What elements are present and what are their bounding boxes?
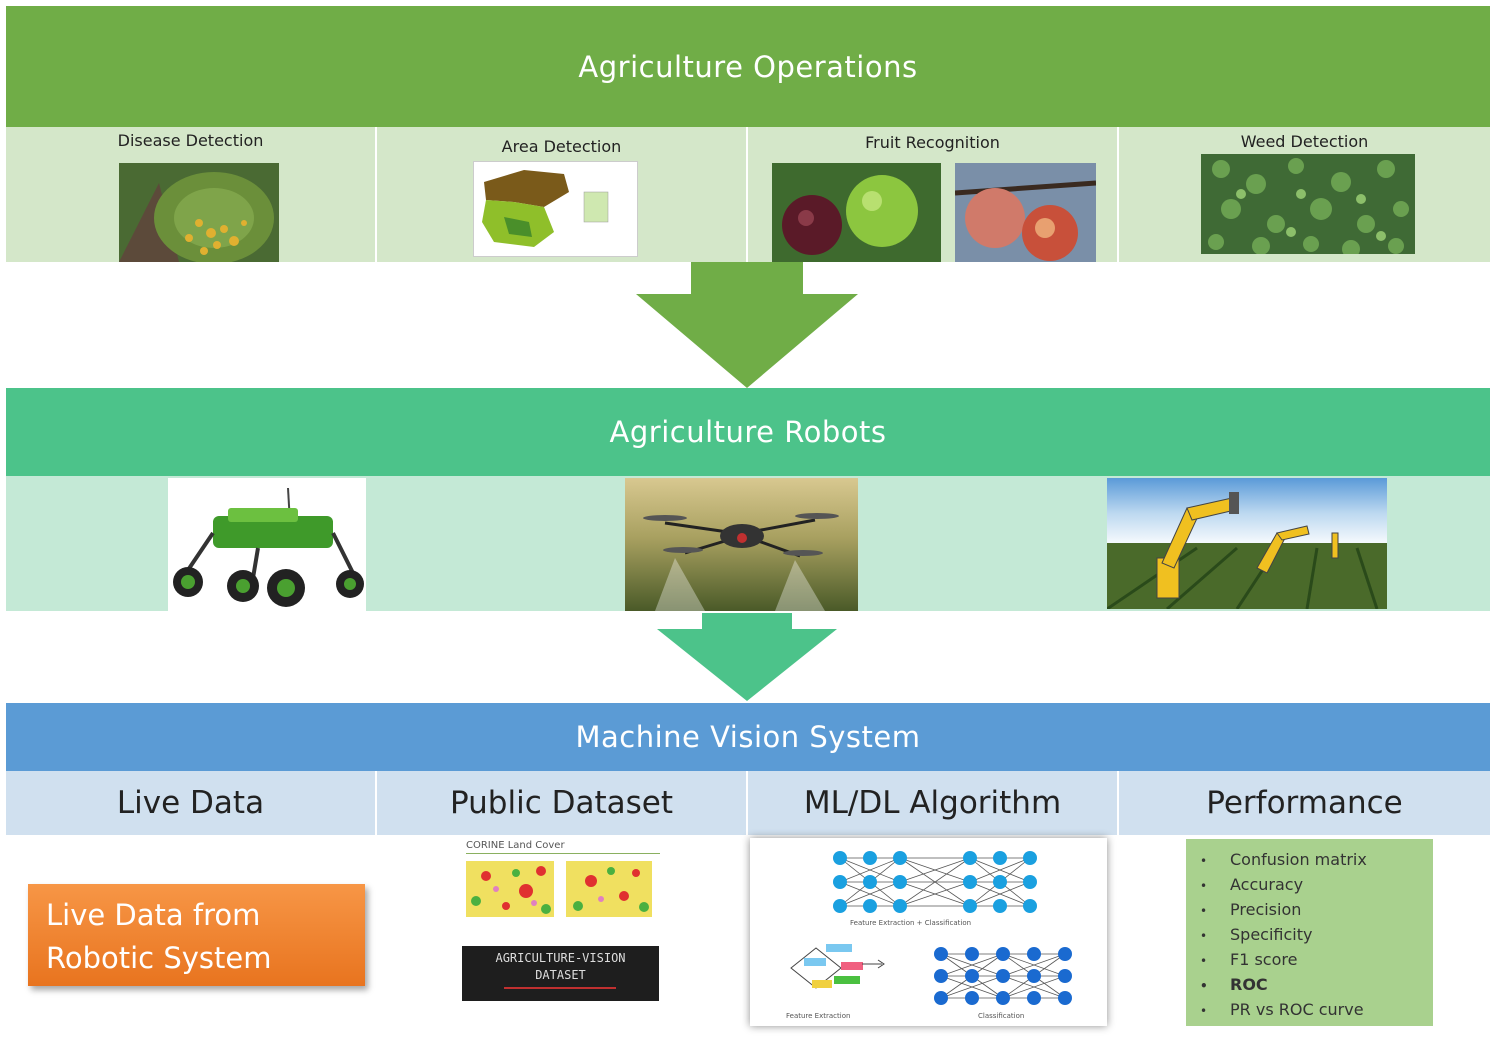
agriculture-robots-banner: Agriculture Robots bbox=[6, 388, 1490, 476]
performance-metrics-box: •Confusion matrix •Accuracy •Precision •… bbox=[1186, 839, 1433, 1026]
ground-robot-image bbox=[168, 478, 366, 611]
av-title-line-1: AGRICULTURE-VISION bbox=[495, 951, 626, 965]
ml-caption-top: Feature Extraction + Classification bbox=[850, 919, 972, 927]
corine-map-right bbox=[566, 861, 652, 917]
live-data-heading: Live Data bbox=[116, 785, 265, 821]
corine-divider bbox=[466, 853, 660, 854]
metric-item: •Accuracy bbox=[1200, 875, 1304, 894]
column-performance: Performance bbox=[1119, 771, 1490, 835]
ml-dl-algorithm-figure: Feature Extraction + Classification Feat… bbox=[750, 838, 1107, 1026]
performance-metrics-list: •Confusion matrix •Accuracy •Precision •… bbox=[1200, 847, 1433, 1022]
area-map-image bbox=[473, 161, 638, 257]
agriculture-operations-banner: Agriculture Operations bbox=[6, 6, 1490, 127]
ops-cell-disease-detection: Disease Detection bbox=[6, 127, 375, 262]
weed-detection-label: Weed Detection bbox=[1240, 132, 1369, 151]
agriculture-vision-dataset-thumbnail: AGRICULTURE-VISION DATASET bbox=[462, 946, 659, 1001]
column-live-data: Live Data bbox=[6, 771, 375, 835]
robot-cell-ground-robot bbox=[6, 476, 498, 611]
live-data-robotic-system-box: Live Data from Robotic System bbox=[28, 884, 365, 986]
ops-cell-area-detection: Area Detection bbox=[377, 127, 746, 262]
metric-item: •Specificity bbox=[1200, 925, 1313, 944]
agriculture-robots-title: Agriculture Robots bbox=[609, 415, 887, 449]
ops-cell-weed-detection: Weed Detection bbox=[1119, 127, 1490, 262]
performance-heading: Performance bbox=[1206, 785, 1403, 821]
disease-detection-label: Disease Detection bbox=[117, 131, 264, 150]
machine-vision-system-banner: Machine Vision System bbox=[6, 703, 1490, 771]
corine-title: CORINE Land Cover bbox=[466, 840, 565, 851]
metric-item: •PR vs ROC curve bbox=[1200, 1000, 1364, 1019]
robotic-arm-image bbox=[1107, 478, 1387, 609]
corine-map-left bbox=[466, 861, 554, 917]
feature-extraction-icon bbox=[790, 944, 885, 989]
disease-leaf-image bbox=[119, 163, 279, 262]
down-arrow-icon bbox=[657, 613, 837, 701]
public-dataset-heading: Public Dataset bbox=[450, 785, 673, 821]
ml-caption-feature-extraction: Feature Extraction bbox=[786, 1012, 851, 1020]
column-ml-dl-algorithm: ML/DL Algorithm bbox=[748, 771, 1117, 835]
robot-cell-drone bbox=[498, 476, 992, 611]
weed-field-image bbox=[1201, 154, 1415, 254]
drone-image bbox=[625, 478, 858, 611]
column-public-dataset: Public Dataset bbox=[377, 771, 746, 835]
area-detection-label: Area Detection bbox=[501, 137, 622, 156]
live-box-line-2: Robotic System bbox=[46, 941, 272, 975]
robot-cell-robotic-arm bbox=[992, 476, 1490, 611]
agriculture-operations-title: Agriculture Operations bbox=[578, 49, 918, 84]
metric-item: •F1 score bbox=[1200, 950, 1298, 969]
fruit-peach-image bbox=[955, 163, 1096, 262]
av-red-line bbox=[504, 987, 616, 989]
corine-dataset-thumbnail: CORINE Land Cover bbox=[462, 838, 662, 930]
metric-item: •Precision bbox=[1200, 900, 1302, 919]
neural-network-top-icon bbox=[833, 851, 1037, 913]
live-box-line-1: Live Data from bbox=[46, 898, 261, 932]
metric-item: •Confusion matrix bbox=[1200, 850, 1367, 869]
fruit-recognition-label: Fruit Recognition bbox=[865, 133, 1000, 152]
ml-dl-algorithm-heading: ML/DL Algorithm bbox=[803, 785, 1062, 821]
down-arrow-icon bbox=[636, 262, 858, 388]
ops-cell-fruit-recognition: Fruit Recognition bbox=[748, 127, 1117, 262]
classification-network-icon bbox=[934, 947, 1072, 1005]
metric-item: •ROC bbox=[1200, 975, 1268, 994]
ml-caption-classification: Classification bbox=[978, 1012, 1025, 1020]
av-title-line-2: DATASET bbox=[535, 968, 586, 982]
fruit-cherry-image bbox=[772, 163, 941, 262]
machine-vision-system-title: Machine Vision System bbox=[575, 720, 921, 754]
